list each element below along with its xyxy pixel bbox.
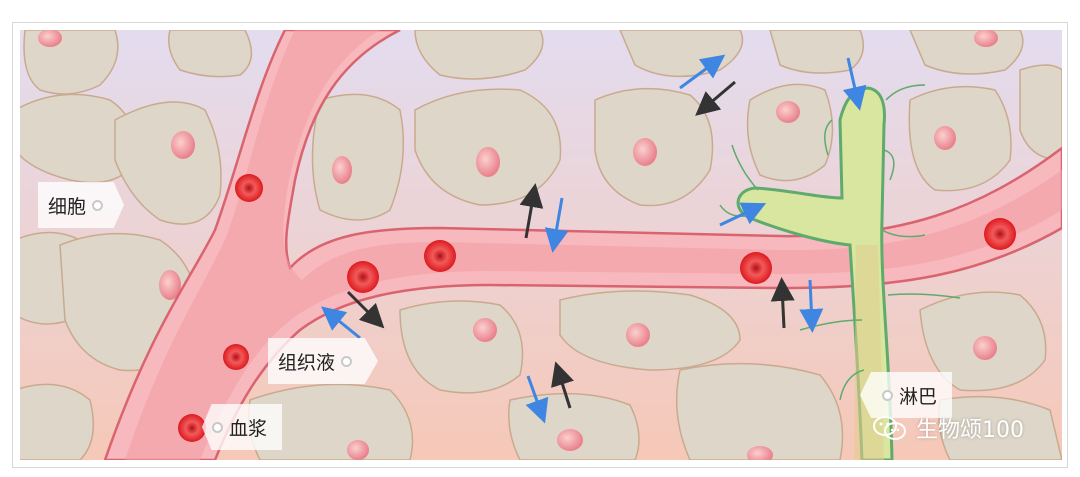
exchange-arrows [321, 54, 867, 424]
label-pointer-dot [92, 199, 104, 211]
tissue-cell [675, 362, 844, 460]
red-blood-cell [178, 414, 206, 442]
label-lymph-text: 淋巴 [899, 385, 938, 408]
tissue-cell [20, 383, 95, 460]
nucleus [633, 138, 657, 166]
black-arrow [519, 183, 544, 239]
red-blood-cell [740, 252, 772, 284]
nucleus [38, 30, 62, 47]
label-plasma-text: 血浆 [229, 417, 268, 440]
red-blood-cell [235, 174, 263, 202]
label-cell-text: 细胞 [48, 195, 87, 218]
watermark: 生物颂100 [872, 412, 1024, 444]
black-arrow [346, 290, 385, 329]
blue-arrow [525, 375, 549, 424]
nucleus [332, 156, 352, 184]
blue-arrow [799, 279, 824, 333]
nucleus [973, 336, 997, 360]
label-plasma: 血浆 [202, 404, 282, 450]
label-pointer-dot [341, 355, 353, 367]
tissue-cell [114, 101, 222, 225]
nucleus [626, 323, 650, 347]
label-tissue-fluid: 组织液 [268, 338, 378, 384]
tissue-cell [168, 30, 253, 78]
label-cell: 细胞 [38, 182, 124, 228]
watermark-text: 生物颂100 [916, 418, 1024, 443]
label-tissue-fluid-text: 组织液 [278, 351, 336, 374]
black-arrow [551, 361, 574, 409]
blue-arrow [544, 197, 569, 253]
label-pointer-dot [882, 389, 893, 401]
tissue-cell [746, 83, 834, 182]
black-arrow [770, 277, 795, 329]
red-blood-cell [424, 240, 456, 272]
nucleus [171, 131, 195, 159]
wechat-icon [873, 416, 906, 440]
tissue-cell [1019, 64, 1062, 161]
cell-nuclei [38, 30, 998, 460]
nucleus [347, 440, 369, 460]
nucleus [473, 318, 497, 342]
tissue-cell [311, 93, 405, 221]
capillary-trunk [103, 30, 1062, 460]
nucleus [974, 30, 998, 47]
blue-arrow [321, 306, 361, 340]
blue-arrow [719, 202, 767, 227]
blue-arrow [842, 57, 867, 111]
lymph-filaments [719, 84, 961, 401]
nucleus [747, 446, 773, 460]
label-pointer-dot [212, 421, 223, 433]
red-blood-cells [178, 174, 1016, 442]
tissue-cell [414, 30, 544, 80]
nucleus [159, 270, 181, 300]
blue-arrow [679, 54, 726, 90]
nucleus [776, 101, 800, 123]
nucleus [557, 429, 583, 451]
red-blood-cell [223, 344, 249, 370]
red-blood-cell [347, 261, 379, 293]
tissue-cell [908, 85, 1012, 192]
nucleus [934, 126, 956, 150]
tissue-cell [938, 395, 1062, 460]
label-lymph: 淋巴 [860, 372, 952, 418]
black-arrow [695, 80, 736, 116]
tissue-cell [559, 290, 741, 371]
nucleus [476, 147, 500, 177]
red-blood-cell [984, 218, 1016, 250]
